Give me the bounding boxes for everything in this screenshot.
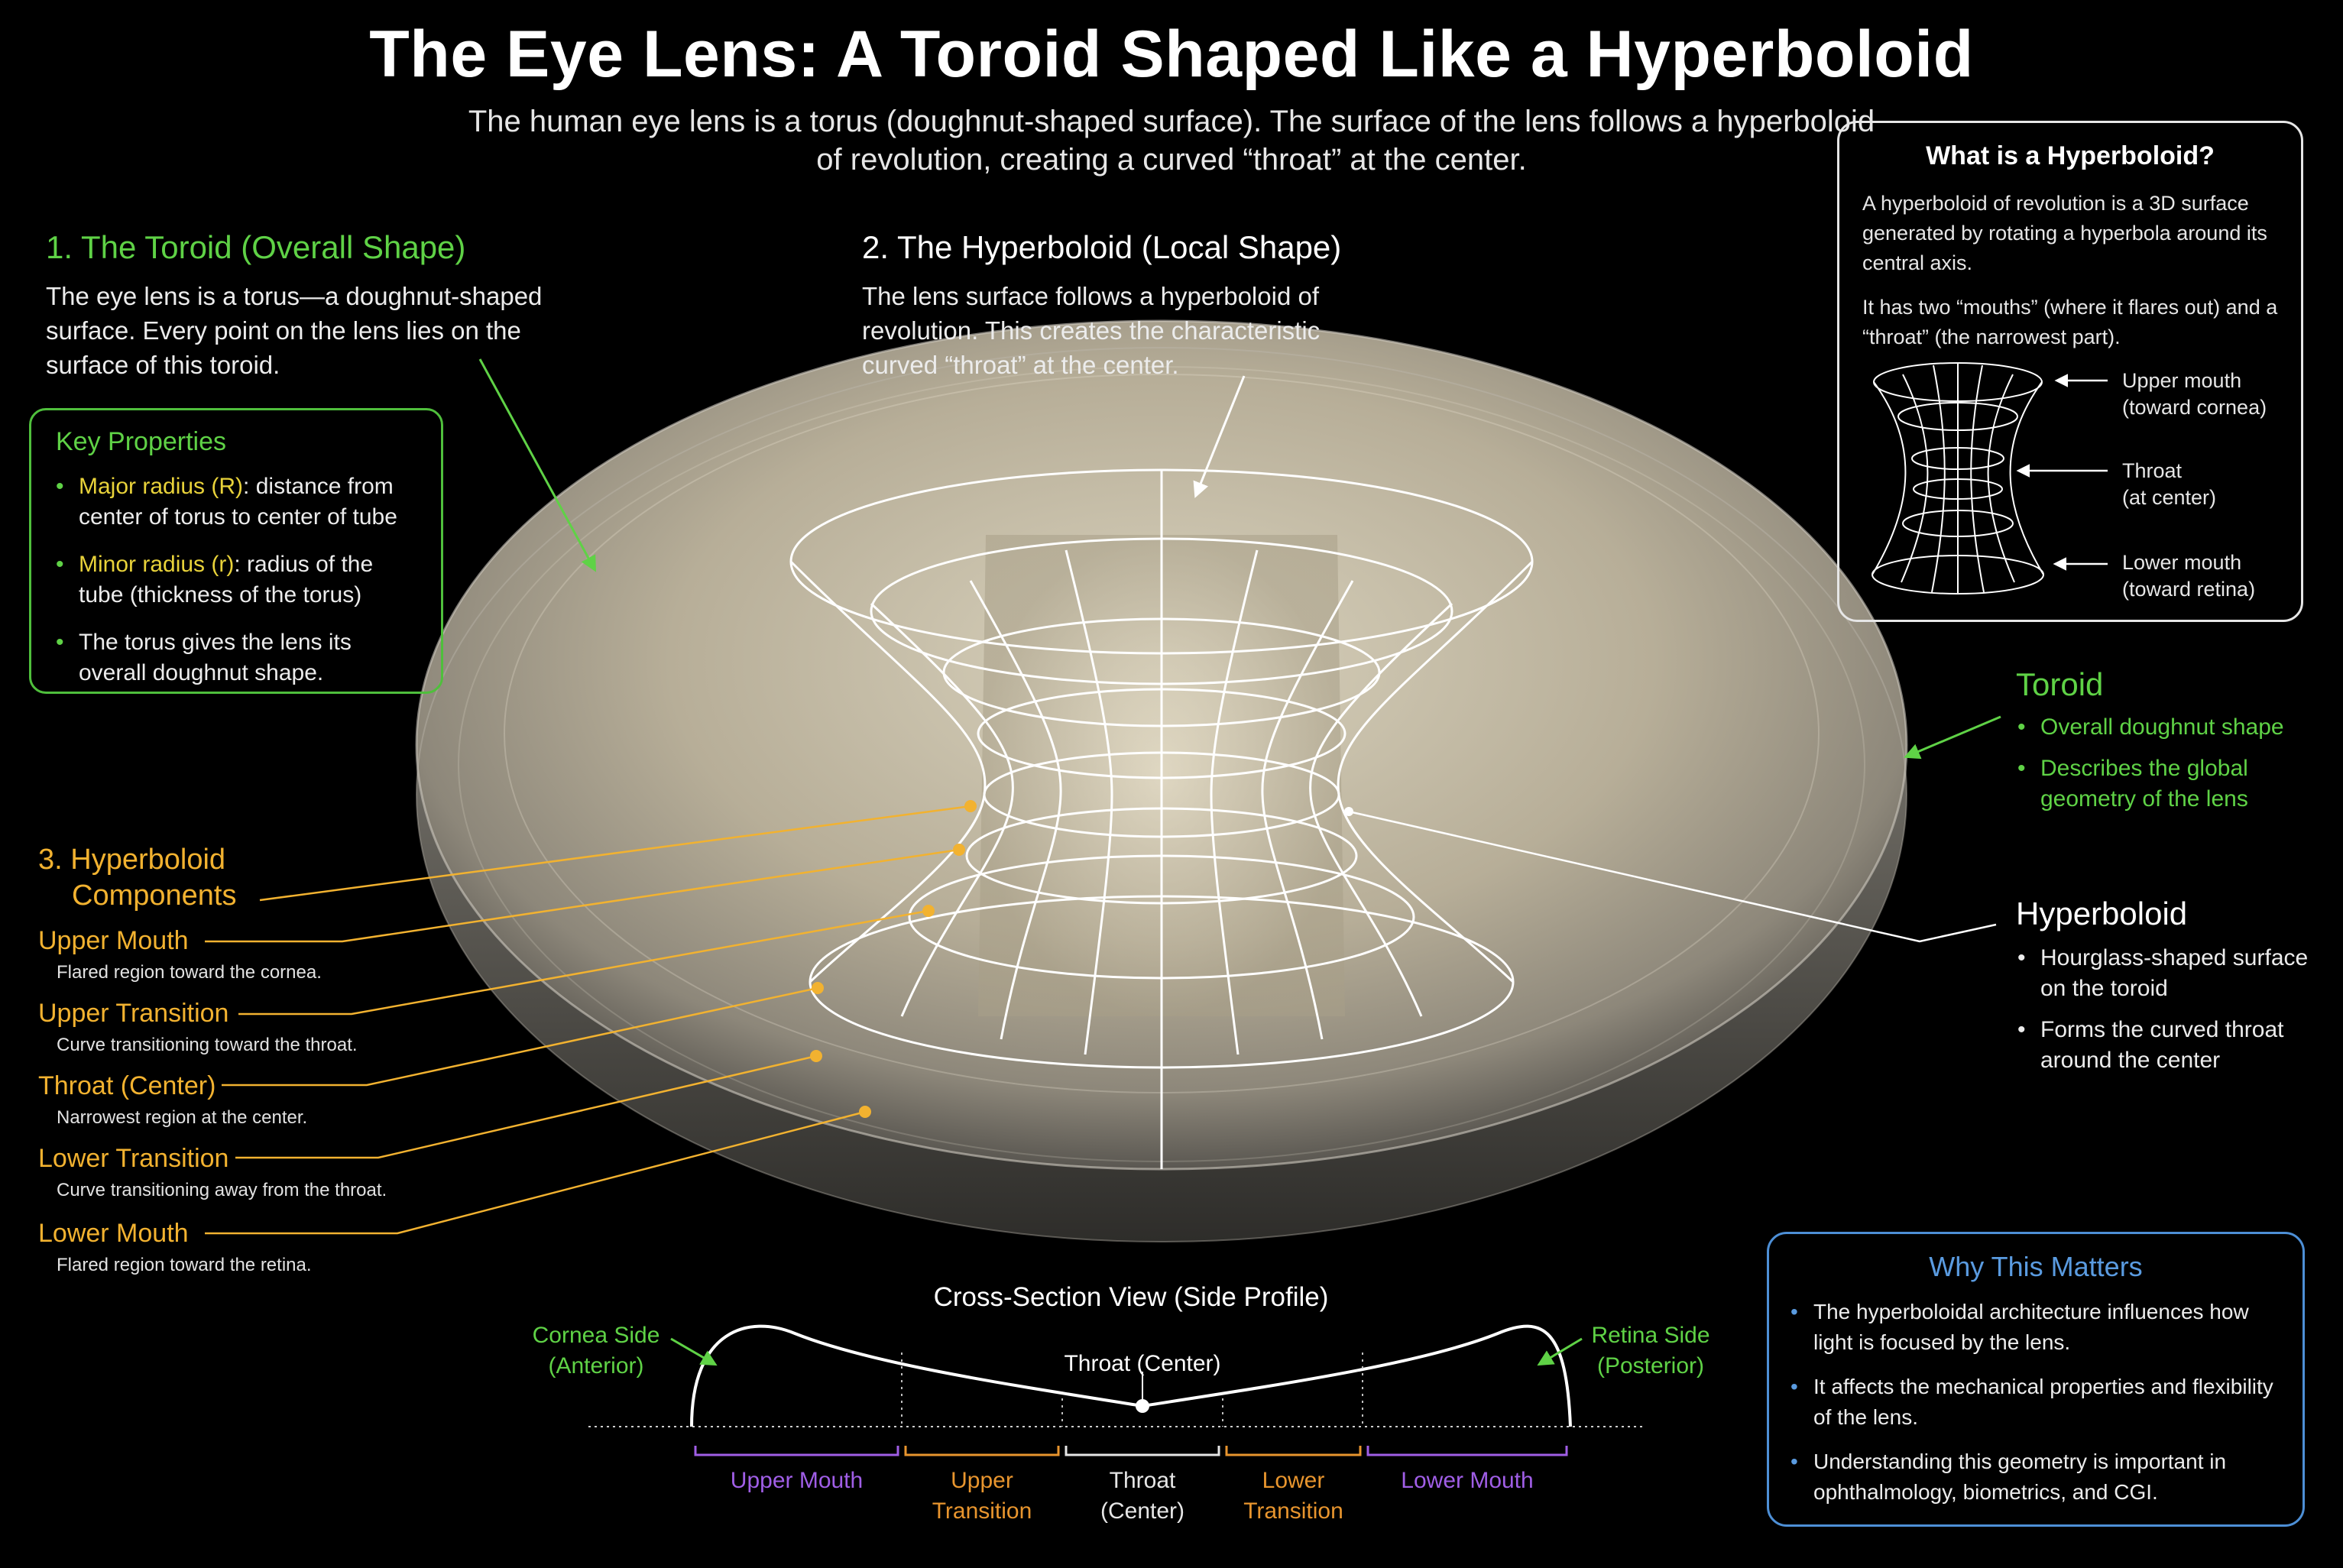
component-desc: Narrowest region at the center. <box>57 1107 308 1128</box>
segment-lower-transition: Lower Transition <box>1227 1466 1360 1527</box>
cross-section-profile <box>588 1324 1643 1456</box>
hyperboloid-info-box: What is a Hyperboloid? A hyperboloid of … <box>1837 121 2303 622</box>
retina-side-line2: (Posterior) <box>1596 1353 1705 1378</box>
key-property-text: : distance from center of torus to cente… <box>79 474 397 530</box>
key-properties-heading: Key Properties <box>56 427 226 456</box>
component-desc: Flared region toward the cornea. <box>57 962 322 983</box>
throat-label-line2: (at center) <box>2122 486 2217 509</box>
component-item: Upper Mouth Flared region toward the cor… <box>38 926 322 983</box>
key-property-item: Major radius (R): distance from center o… <box>56 471 423 533</box>
component-item: Lower Transition Curve transitioning awa… <box>38 1144 387 1201</box>
segment-upper-transition: Upper Transition <box>906 1466 1058 1527</box>
cross-section-heading: Cross-Section View (Side Profile) <box>933 1282 1329 1312</box>
throat-label: Throat (at center) <box>2122 458 2216 511</box>
retina-side-label: Retina Side (Posterior) <box>1559 1320 1742 1382</box>
key-property-item: The torus gives the lens its overall dou… <box>56 627 423 688</box>
component-name: Upper Mouth <box>38 926 189 955</box>
page-title: The Eye Lens: A Toroid Shaped Like a Hyp… <box>369 18 1974 91</box>
upper-mouth-label-line1: Upper mouth <box>2122 369 2242 392</box>
component-name: Upper Transition <box>38 999 229 1028</box>
toroid-side-item: Overall doughnut shape <box>2017 712 2338 743</box>
cornea-side-label: Cornea Side (Anterior) <box>504 1320 688 1382</box>
lower-mouth-label-line2: (toward retina) <box>2122 578 2256 601</box>
why-this-matters-box: Why This Matters The hyperboloidal archi… <box>1767 1232 2305 1527</box>
hyperboloid-wireframe <box>789 468 1534 1169</box>
lower-mouth-label: Lower mouth (toward retina) <box>2122 549 2255 603</box>
key-property-item: Minor radius (r): radius of the tube (th… <box>56 549 423 611</box>
toroid-section-body: The eye lens is a torus—a doughnut-shape… <box>46 282 543 379</box>
toroid-section-heading: 1. The Toroid (Overall Shape) <box>46 229 466 265</box>
throat-center-label: Throat (Center) <box>1064 1351 1221 1376</box>
segment-label-line1: Upper Mouth <box>730 1468 864 1493</box>
key-property-term: Minor radius (r) <box>79 552 235 577</box>
segment-upper-mouth: Upper Mouth <box>695 1466 898 1496</box>
component-desc: Curve transitioning toward the throat. <box>57 1035 358 1055</box>
upper-mouth-label: Upper mouth (toward cornea) <box>2122 368 2267 421</box>
hyperboloid-info-para2: It has two “mouths” (where it flares out… <box>1862 296 2278 348</box>
toroid-side-item: Describes the global geometry of the len… <box>2017 753 2338 815</box>
components-heading-line1: 3. Hyperboloid <box>38 844 226 876</box>
components-heading: 3. Hyperboloid Components <box>38 844 236 912</box>
retina-side-line1: Retina Side <box>1591 1323 1710 1348</box>
key-property-text: The torus gives the lens its overall dou… <box>79 630 352 685</box>
why-item: The hyperboloidal architecture influence… <box>1790 1297 2280 1358</box>
upper-mouth-label-line2: (toward cornea) <box>2122 396 2267 419</box>
component-item: Upper Transition Curve transitioning tow… <box>38 999 358 1056</box>
cornea-side-line2: (Anterior) <box>548 1353 644 1378</box>
mini-hyperboloid-icon <box>1871 362 2044 594</box>
segment-label-line2: (Center) <box>1100 1498 1185 1524</box>
cornea-side-line1: Cornea Side <box>532 1323 660 1348</box>
hyperboloid-info-heading: What is a Hyperboloid? <box>1926 141 2215 170</box>
segment-label-line1: Lower Mouth <box>1401 1468 1534 1493</box>
component-desc: Curve transitioning away from the throat… <box>57 1180 387 1200</box>
segment-lower-mouth: Lower Mouth <box>1368 1466 1567 1496</box>
component-name: Lower Mouth <box>38 1219 189 1248</box>
why-this-matters-heading: Why This Matters <box>1929 1251 2143 1282</box>
hyperboloid-section-body: The lens surface follows a hyperboloid o… <box>862 282 1321 379</box>
why-item: Understanding this geometry is important… <box>1790 1447 2280 1508</box>
component-item: Throat (Center) Narrowest region at the … <box>38 1071 307 1129</box>
segment-label-line2: Transition <box>932 1498 1032 1524</box>
component-name: Lower Transition <box>38 1144 229 1173</box>
toroid-side-heading: Toroid <box>2016 666 2104 702</box>
hyperboloid-side-item: Hourglass-shaped surface on the toroid <box>2017 943 2331 1004</box>
throat-label-line1: Throat <box>2122 459 2183 482</box>
key-properties-box: Key Properties Major radius (R): distanc… <box>29 408 443 694</box>
lower-mouth-label-line1: Lower mouth <box>2122 551 2242 574</box>
component-name: Throat (Center) <box>38 1071 216 1100</box>
hyperboloid-side-heading: Hyperboloid <box>2016 896 2188 931</box>
segment-label-line2: Transition <box>1243 1498 1343 1524</box>
segment-throat: Throat (Center) <box>1066 1466 1219 1527</box>
components-heading-line2: Components <box>72 880 237 912</box>
segment-label-line1: Upper <box>951 1468 1013 1493</box>
hyperboloid-info-para1: A hyperboloid of revolution is a 3D surf… <box>1862 192 2267 274</box>
segment-label-line1: Lower <box>1262 1468 1325 1493</box>
page-subtitle: The human eye lens is a torus (doughnut-… <box>468 105 1875 177</box>
segment-label-line1: Throat <box>1109 1468 1176 1493</box>
key-property-text: : radius of the tube (thickness of the t… <box>79 552 374 607</box>
component-desc: Flared region toward the retina. <box>57 1255 312 1275</box>
hyperboloid-side-item: Forms the curved throat around the cente… <box>2017 1015 2331 1076</box>
component-item: Lower Mouth Flared region toward the ret… <box>38 1219 312 1276</box>
why-item: It affects the mechanical properties and… <box>1790 1372 2280 1433</box>
hyperboloid-section-heading: 2. The Hyperboloid (Local Shape) <box>862 229 1342 265</box>
key-property-term: Major radius (R) <box>79 474 244 499</box>
